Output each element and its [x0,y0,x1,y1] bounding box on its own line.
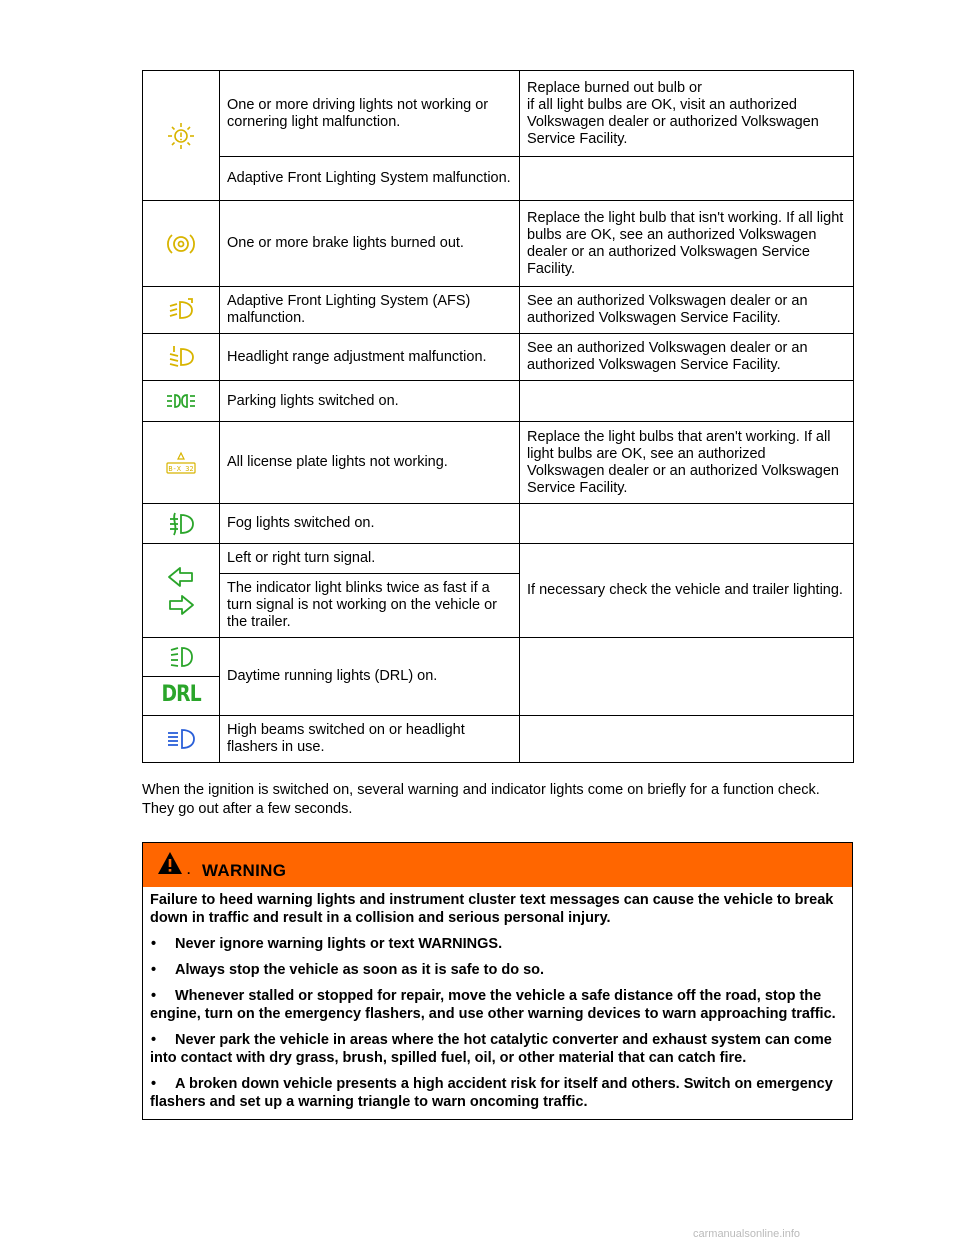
icon-cell [142,333,220,381]
description-cell: Adaptive Front Lighting System (AFS) mal… [219,286,520,334]
table-row: One or more driving lights not working o… [142,70,854,201]
license-plate-light-icon: B-X 32 [166,451,196,474]
bullet-symbol: • [151,1032,157,1048]
icon-cell [142,380,220,422]
icon-cell [142,637,220,677]
table-row: One or more brake lights burned out. Rep… [142,200,854,287]
description-cell: Fog lights switched on. [219,503,520,544]
bullet-symbol: • [151,936,157,952]
icon-cell [142,503,220,544]
fog-light-icon [170,512,194,535]
warning-title: WARNING [202,861,287,880]
warning-triangle-icon [158,852,182,874]
parking-lights-icon [167,394,195,408]
description-cell: High beams switched on or headlight flas… [219,715,520,763]
description-cell: All license plate lights not working. [219,421,520,504]
description-cell: One or more brake lights burned out. [219,200,520,287]
warning-bullet-text: Never park the vehicle in areas where th… [150,1032,832,1066]
table-row: Left or right turn signal. If necessary … [142,543,854,638]
warning-bullet-text: Never ignore warning lights or text WARN… [175,936,503,952]
warning-bullet: •Whenever stalled or stopped for repair,… [150,987,842,1023]
table-row: Daytime running lights (DRL) on. [142,637,854,716]
table-row: Adaptive Front Lighting System malfuncti… [143,156,854,201]
bullet-symbol: • [151,962,157,978]
icon-cell: DRL [142,676,220,716]
brake-light-icon [167,233,195,254]
bullet-symbol: • [151,1076,157,1092]
icon-cell [142,286,220,334]
warning-bullet: • Never ignore warning lights or text WAR… [150,935,842,953]
afs-icon [169,298,193,319]
description-cell: Daytime running lights (DRL) on. [219,637,520,716]
function-check-paragraph: When the ignition is switched on, severa… [142,782,820,817]
action-cell [519,503,854,544]
table-row: Headlight range adjustment malfunction. … [142,333,854,381]
icon-cell [142,70,220,201]
action-cell: See an authorized Volkswagen dealer or a… [519,286,854,334]
action-cell: Replace burned out bulb or if all light … [519,70,854,157]
warning-dot: . [187,863,191,877]
warning-bullet-text: A broken down vehicle presents a high ac… [150,1076,833,1110]
table-row: High beams switched on or headlight flas… [142,715,854,763]
action-cell [519,715,854,763]
warning-bullet: •A broken down vehicle presents a high a… [150,1075,842,1111]
icon-cell [142,543,220,638]
indicator-lights-table-wrapper: One or more driving lights not working o… [142,70,854,763]
driving-light-malfunction-icon [168,122,194,149]
drl-lamp-icon [170,647,193,667]
table-row: B-X 32 All license plate lights not work… [142,421,854,504]
action-cell: Replace the light bulb that isn't workin… [519,200,854,287]
warning-bullet: • Always stop the vehicle as soon as it i… [150,961,842,979]
warning-intro: Failure to heed warning lights and instr… [150,892,834,926]
svg-text:B-X 32: B-X 32 [168,465,193,473]
warning-box: . WARNING Failure to heed warning lights… [142,842,853,1120]
warning-header: . WARNING [143,843,852,887]
action-cell: If necessary check the vehicle and trail… [519,543,854,638]
description-cell: One or more driving lights not working o… [219,70,520,157]
warning-bullet: •Never park the vehicle in areas where t… [150,1031,842,1067]
table-row: Fog lights switched on. [142,503,854,544]
table-row: Adaptive Front Lighting System (AFS) mal… [142,286,854,334]
warning-body: Failure to heed warning lights and instr… [143,887,852,1119]
description-cell: Headlight range adjustment malfunction. [219,333,520,381]
description-cell: Adaptive Front Lighting System malfuncti… [219,156,520,201]
icon-cell [142,715,220,763]
headlight-range-icon [169,346,194,367]
high-beam-icon [168,729,195,749]
icon-cell: B-X 32 [142,421,220,504]
watermark-footer[interactable]: carmanualsonline.info [693,1228,801,1240]
action-cell: See an authorized Volkswagen dealer or a… [519,333,854,381]
description-cell: Left or right turn signal. [219,543,520,574]
indicator-lights-table: One or more driving lights not working o… [142,70,854,763]
table-row: Parking lights switched on. [142,380,854,422]
action-cell [519,380,854,422]
action-cell [519,156,854,201]
drl-icon: DRL [161,682,201,707]
turn-signal-icon [168,566,194,615]
action-cell [519,637,854,716]
description-cell: Parking lights switched on. [219,380,520,422]
warning-bullet-text: Always stop the vehicle as soon as it is… [175,962,545,978]
description-cell: The indicator light blinks twice as fast… [219,573,520,638]
bullet-symbol: • [151,988,157,1004]
warning-bullet-text: Whenever stalled or stopped for repair, … [150,988,836,1022]
icon-cell [142,200,220,287]
action-cell: Replace the light bulbs that aren't work… [519,421,854,504]
table-row: The indicator light blinks twice as fast… [143,573,854,638]
